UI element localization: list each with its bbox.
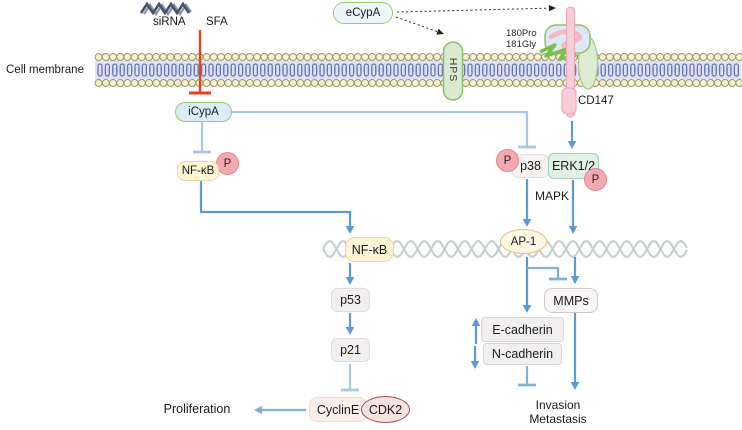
phospho-badge-nfkb: P: [216, 152, 239, 175]
cell-membrane-label: Cell membrane: [6, 64, 84, 76]
phospho-badge-p38: P: [496, 149, 519, 172]
node-p53: p53: [331, 288, 370, 312]
residue-180pro-label: 180Pro: [506, 28, 537, 39]
sirna-label: siRNA: [153, 16, 186, 28]
residue-181gly-label: 181Gly: [506, 39, 537, 50]
hps-label: HPS: [447, 57, 459, 83]
edge-eCypA-to-HPS: [395, 16, 444, 35]
edge-NF-κB-nucleus-to-p53: [345, 263, 355, 285]
edge-iCypA-to-NF-κB-p: [193, 122, 211, 154]
edge-nucleus-to-MMPs: [570, 257, 580, 284]
invasion-label: Invasion: [535, 398, 581, 412]
edge-iCypA-to-p38: [232, 110, 536, 149]
node-e-cadherin: E-cadherin: [481, 317, 564, 342]
node-cycline: CyclinE: [309, 397, 367, 422]
sirna-icon: [139, 1, 192, 17]
edge-SFA-to-iCypA: [189, 30, 211, 95]
cd147-label: CD147: [578, 95, 614, 107]
sfa-label: SFA: [206, 16, 228, 28]
invasion-metastasis-label: Invasion Metastasis: [512, 398, 604, 426]
node-nfkb-cytoplasm: NF-κB: [177, 161, 219, 181]
edge-E-cadherin-to-upregulated: [471, 318, 481, 344]
edge-p21-to-CyclinE/CDK2: [341, 364, 359, 392]
edge-AP-1-to-E-cadherin: [522, 257, 532, 313]
node-nfkb-nucleus: NF-κB: [345, 237, 394, 262]
proliferation-label: Proliferation: [163, 402, 231, 416]
edge-CyclinE/CDK2-to-Proliferation: [254, 405, 306, 415]
metastasis-label: Metastasis: [529, 411, 587, 426]
edge-p53-to-p21: [345, 313, 355, 335]
edge-eCypA-to-CD147: [396, 4, 556, 13]
mapk-label: MAPK: [535, 189, 570, 203]
node-ap1: AP-1: [500, 229, 547, 254]
node-icypa: iCypA: [175, 102, 232, 122]
node-mmps: MMPs: [544, 288, 598, 313]
membrane-layer: [94, 53, 742, 87]
edge-AP-1-to-MMPs: [527, 266, 567, 281]
edge-N-cadherin-to-Invasion/Metastasis: [518, 366, 536, 387]
edge-MMPs-to-Invasion/Metastasis: [570, 313, 580, 390]
node-p21: p21: [331, 338, 370, 362]
hps-channel: [442, 41, 464, 101]
node-ecypa: eCypA: [333, 2, 393, 24]
edge-p38-to-AP-1: [522, 179, 532, 227]
node-n-cadherin: N-cadherin: [483, 343, 562, 365]
cd147-receptor: [539, 6, 599, 118]
edge-CD147-to-ERK1/2: [567, 121, 577, 149]
edges-layer: [189, 4, 580, 415]
edge-N-cadherin-to-downregulated: [470, 346, 480, 369]
edge-ERK1/2-to-nucleus: [568, 180, 578, 234]
phospho-badge-erk: P: [584, 168, 607, 191]
node-cdk2: CDK2: [361, 396, 410, 423]
edge-NF-κB-p-to-NF-κB-nucleus: [199, 181, 355, 234]
